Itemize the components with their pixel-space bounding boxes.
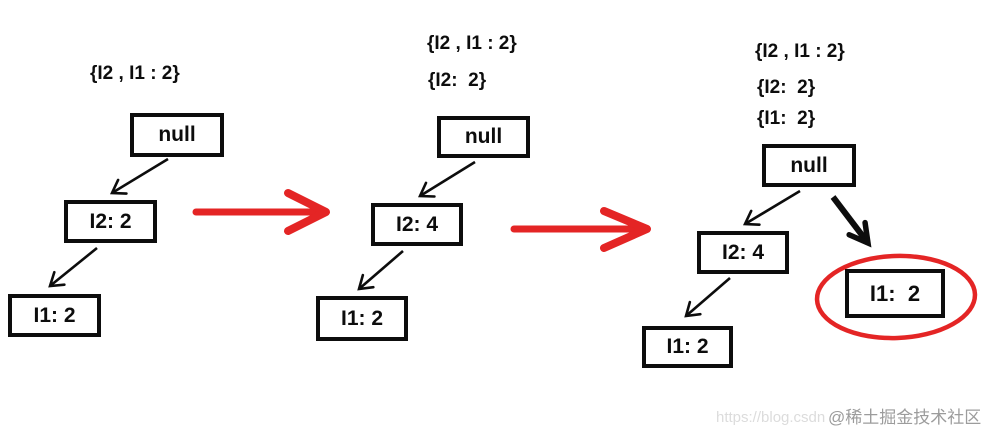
tree3-annotation-3: {I1: 2} xyxy=(757,108,816,129)
tree3-edge-null-to-new-i1-icon xyxy=(830,195,872,248)
tree3-node-i1: I1: 2 xyxy=(642,326,733,368)
tree2-node-i2: I2: 4 xyxy=(371,203,463,246)
tree2-annotation-2: {I2: 2} xyxy=(428,70,487,91)
tree1-node-i2: I2: 2 xyxy=(64,200,157,243)
watermark-community: @稀土掘金技术社区 xyxy=(828,408,982,427)
tree2-annotation-1: {I2 , I1 : 2} xyxy=(427,33,517,54)
tree1-node-i1: I1: 2 xyxy=(8,294,101,337)
tree3-annotation-1: {I2 , I1 : 2} xyxy=(755,41,845,62)
tree2-node-null: null xyxy=(437,116,530,158)
tree3-node-null: null xyxy=(762,144,856,187)
transition-arrow-1-icon xyxy=(192,189,330,235)
tree2-edge-i2-to-i1-icon xyxy=(357,250,404,291)
tree3-node-i1-highlighted: I1: 2 xyxy=(845,269,945,318)
tree3-edge-i2-to-i1-icon xyxy=(684,277,731,318)
tree2-node-i1: I1: 2 xyxy=(316,296,408,341)
tree1-edge-null-to-i2-icon xyxy=(109,157,169,195)
tree3-edge-null-to-i2-icon xyxy=(742,189,801,226)
tree3-node-i2: I2: 4 xyxy=(697,231,789,274)
tree1-node-null: null xyxy=(130,113,224,157)
tree1-annotation-1: {I2 , I1 : 2} xyxy=(90,63,180,84)
watermark-url: https://blog.csdn xyxy=(716,409,826,426)
tree3-annotation-2: {I2: 2} xyxy=(757,77,816,98)
transition-arrow-2-icon xyxy=(510,207,651,252)
tree1-edge-i2-to-i1-icon xyxy=(48,246,98,288)
tree2-edge-null-to-i2-icon xyxy=(418,160,476,198)
